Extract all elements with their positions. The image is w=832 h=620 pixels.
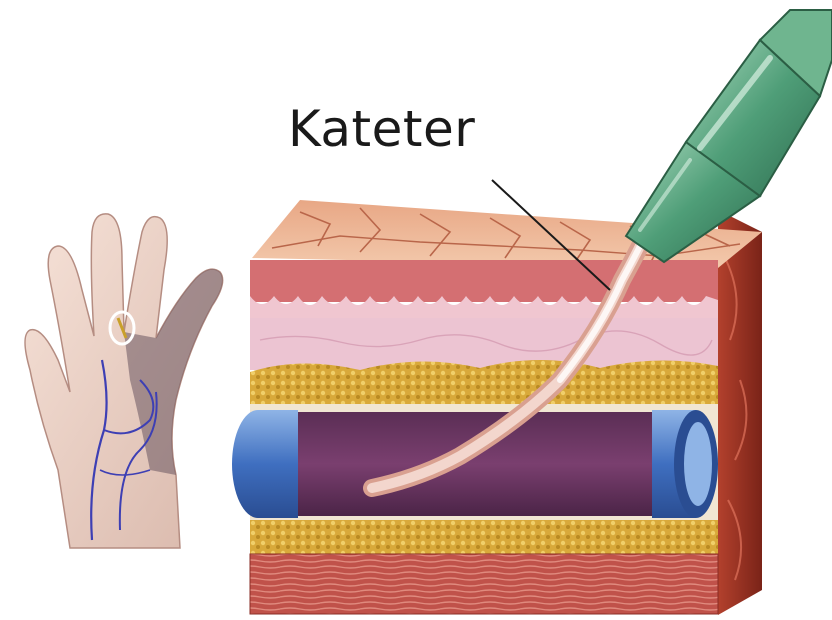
epidermis-layer: [250, 260, 718, 302]
catheter-label: Kateter: [288, 104, 475, 154]
hand-illustration: [25, 214, 223, 548]
tissue-block: [232, 200, 762, 615]
fat-layer-upper: [250, 360, 718, 408]
fat-layer-lower: [250, 520, 718, 556]
vein-lumen: [250, 412, 690, 516]
muscle-layer: [250, 554, 718, 614]
